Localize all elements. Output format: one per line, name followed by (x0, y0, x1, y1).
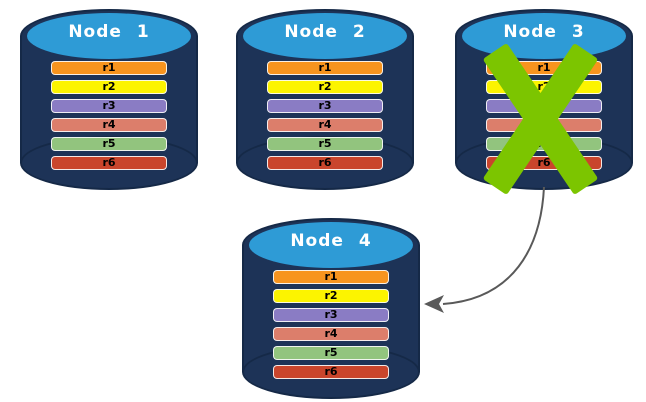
row-r2: r2 (267, 80, 383, 94)
node-3: Node 3 r1 r2 r3 r4 r5 r6 (455, 9, 633, 196)
row-r4: r4 (51, 118, 167, 132)
failure-x-icon (455, 9, 633, 196)
row-r3: r3 (273, 308, 389, 322)
cylinder-face (462, 13, 626, 59)
cylinder-face (27, 13, 191, 59)
row-r6: r6 (51, 156, 167, 170)
row-r5: r5 (51, 137, 167, 151)
row-r4: r4 (273, 327, 389, 341)
row-r6: r6 (267, 156, 383, 170)
row-r5: r5 (267, 137, 383, 151)
row-r2: r2 (273, 289, 389, 303)
row-r5: r5 (273, 346, 389, 360)
row-stack: r1 r2 r3 r4 r5 r6 (51, 61, 167, 175)
row-stack: r1 r2 r3 r4 r5 r6 (273, 270, 389, 384)
row-r1: r1 (267, 61, 383, 75)
row-stack: r1 r2 r3 r4 r5 r6 (267, 61, 383, 175)
node-4: Node 4 r1 r2 r3 r4 r5 r6 (242, 218, 420, 399)
row-r1: r1 (273, 270, 389, 284)
node-label: Node 2 (284, 22, 366, 42)
node-label: Node 3 (503, 22, 585, 42)
node-label: Node 1 (68, 22, 150, 42)
row-r2: r2 (51, 80, 167, 94)
node-label: Node 4 (290, 231, 372, 251)
row-r3: r3 (51, 99, 167, 113)
row-r4: r4 (267, 118, 383, 132)
row-r1: r1 (51, 61, 167, 75)
arrow-curve (442, 186, 545, 305)
cylinder-face (249, 222, 413, 268)
arrowhead-icon (424, 295, 444, 313)
cylinder-face (243, 13, 407, 59)
row-r3: r3 (267, 99, 383, 113)
row-r6: r6 (273, 365, 389, 379)
node-1: Node 1 r1 r2 r3 r4 r5 r6 (20, 9, 198, 190)
node-2: Node 2 r1 r2 r3 r4 r5 r6 (236, 9, 414, 190)
